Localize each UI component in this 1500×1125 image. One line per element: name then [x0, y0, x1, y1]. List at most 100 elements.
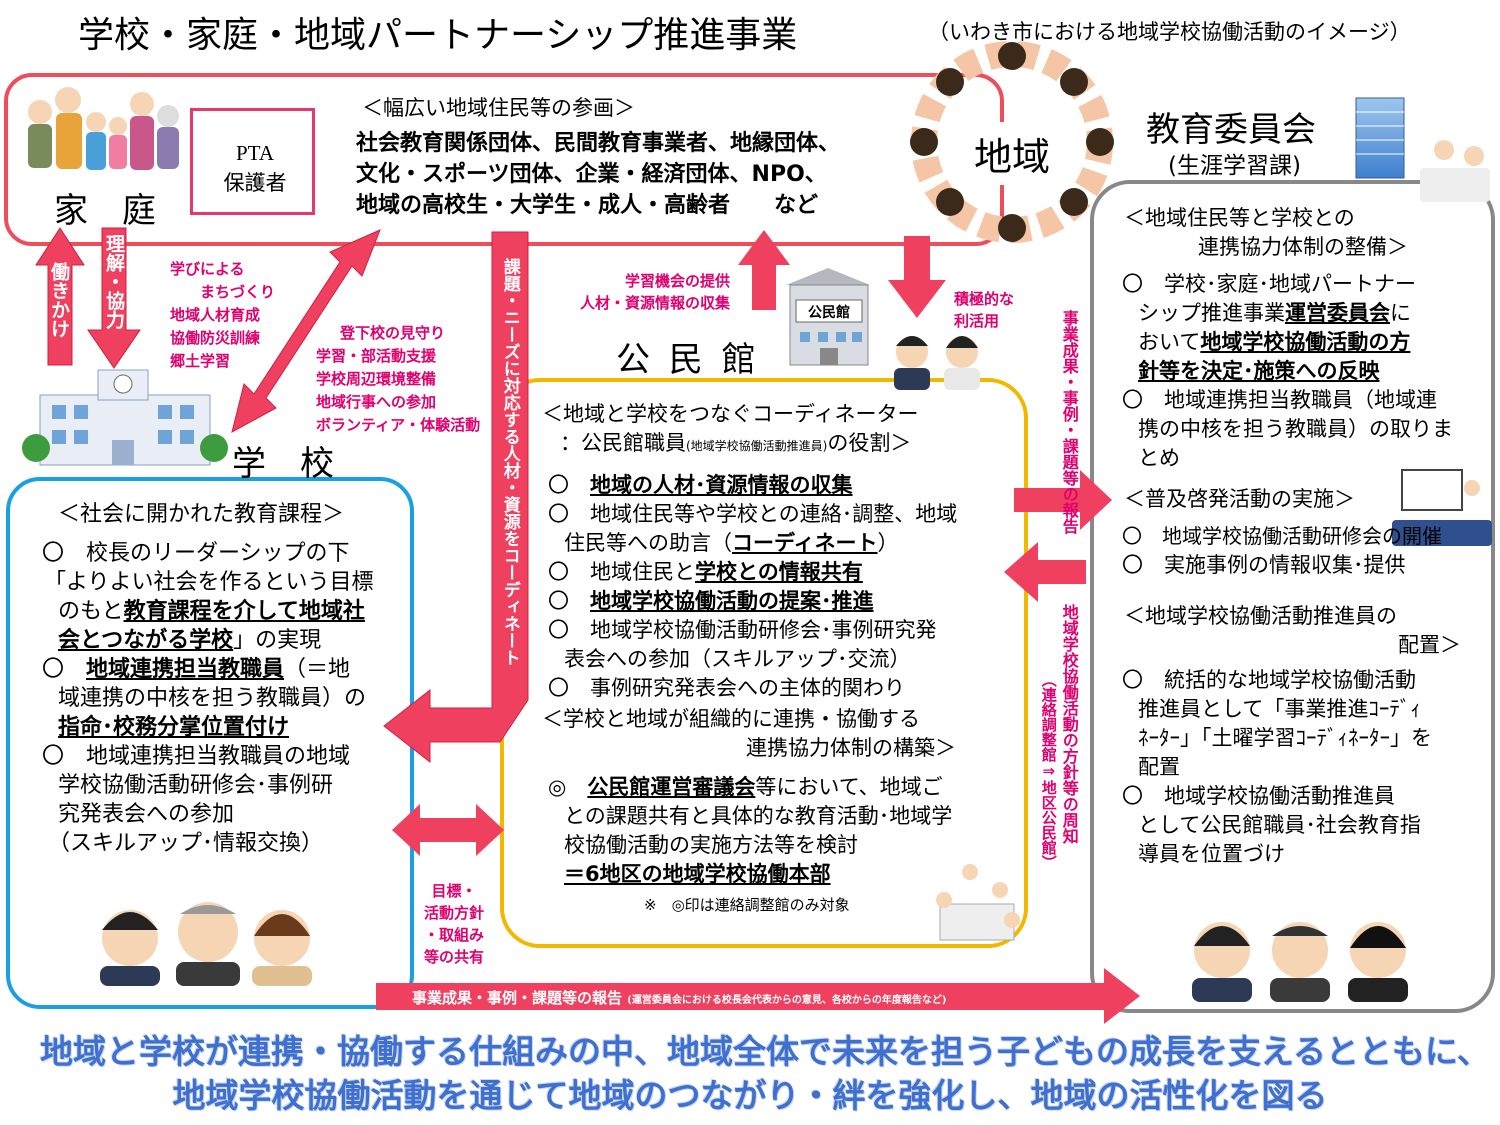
text-line: 究発表会への参加 — [58, 802, 235, 827]
text-line: 」の実現 — [233, 628, 322, 653]
text-line: おいて — [1138, 330, 1201, 354]
text-line: ＝6地区の地域学校協働本部 — [564, 862, 831, 886]
page-subtitle: （いわき市における地域学校協働活動のイメージ） — [928, 20, 1411, 44]
footer-line1: 地域と学校が連携・協働する仕組みの中、地域全体で未来を担う子どもの成長を支えると… — [40, 1032, 1491, 1071]
arrow-mokuhyo — [392, 804, 504, 856]
board-dept: (生涯学習課) — [1168, 153, 1301, 179]
community-ring — [910, 41, 1114, 243]
sekkyoku-label: 積極的な 利活用 — [954, 288, 1014, 332]
text-line: ） — [877, 531, 899, 555]
text-line: 教育課程を介して地域社 — [123, 599, 365, 624]
text-line: とめ — [1138, 446, 1180, 470]
text-line: （スキルアップ･情報交換） — [48, 831, 324, 856]
text-line: 〇 地域住民等や学校との連絡･調整、地域 — [548, 502, 958, 526]
arrow-gakushu — [738, 230, 790, 310]
text-line: ﾈｰﾀｰ」「土曜学習ｺｰﾃﾞｨﾈｰﾀｰ」を — [1138, 726, 1432, 750]
board-heading2: ＜普及啓発活動の実施＞ — [1124, 487, 1355, 511]
text-line: 針等を決定･施策への反映 — [1138, 359, 1380, 383]
rikai-label: 理解・協力 — [102, 234, 125, 329]
kominkan-heading2a: ：公民館職員 — [560, 431, 686, 455]
list-item: 協働防災訓練 — [170, 329, 261, 347]
mokuhyo-line: 目標・ — [431, 882, 477, 900]
kominkan-label: 公 民 館 — [616, 340, 760, 380]
school-building — [22, 369, 228, 466]
board-building — [1355, 97, 1490, 202]
footer-line2: 地域学校協働活動を通じて地域のつながり・絆を強化し、地域の活性化を図る — [172, 1076, 1328, 1115]
mokuhyo-label: 目標・ 活動方針 ・取組み 等の共有 — [414, 880, 494, 968]
arrow-bottom — [376, 968, 1140, 1024]
mokuhyo-line: 活動方針 — [423, 904, 484, 922]
text-line: 〇 地域連携担当教職員（地域連 — [1122, 388, 1437, 412]
list-item: 学校周辺環境整備 — [316, 370, 437, 388]
pta-line2: 保護者 — [223, 171, 287, 195]
text-line: 域連携の中核を担う教職員）の — [58, 686, 367, 711]
text-line: 表会への参加（スキルアップ･交流） — [564, 647, 911, 671]
meeting-illustration — [936, 864, 1020, 941]
text-line: 運営委員会 — [1285, 301, 1390, 325]
text-line: 地域学校協働活動の提案･推進 — [590, 589, 874, 613]
text-line: 校協働活動の実施方法等を検討 — [564, 833, 858, 857]
community-groups: 社会教育関係団体、民間教育事業者、地縁団体、 文化・スポーツ団体、企業・経済団体… — [356, 128, 840, 221]
board-heading3a: ＜地域学校協働活動推進員の — [1124, 604, 1397, 628]
board-heading1b: 連携協力体制の整備＞ — [1198, 235, 1408, 259]
list-item: 郷土学習 — [170, 352, 231, 370]
gakushu-line1: 学習機会の提供 — [624, 272, 730, 290]
sekkyoku-line1: 積極的な — [954, 290, 1015, 308]
mokuhyo-line: 等の共有 — [423, 948, 484, 966]
pta-line1: PTA — [236, 141, 274, 165]
lecture-illustration — [1392, 469, 1492, 546]
kominkan-heading3a: ＜学校と地域が組織的に連携・協働する — [542, 707, 920, 731]
text-line: 学校との情報共有 — [695, 560, 863, 584]
kominkan-heading2b: (地域学校協働活動推進員) — [686, 439, 828, 453]
text-line: 〇 統括的な地域学校協働活動 — [1122, 668, 1416, 692]
family-school-list: 学びによる まちづくり 地域人材育成 協働防災訓練 郷土学習 — [170, 258, 275, 373]
community-line: 地域の高校生・大学生・成人・高齢者 など — [356, 193, 819, 218]
text-line: との課題共有と具体的な教育活動･地域学 — [564, 804, 953, 828]
text-line: シップ推進事業 — [1138, 301, 1285, 325]
text-line: 推進員として「事業推進ｺｰﾃﾞｨ — [1138, 697, 1421, 721]
community-line: 社会教育関係団体、民間教育事業者、地縁団体、 — [356, 131, 841, 156]
text-line: 〇 地域学校協働活動推進員 — [1122, 784, 1395, 808]
board-staff-illustration — [1192, 922, 1408, 1002]
text-line: 学校協働活動研修会･事例研 — [58, 773, 334, 798]
list-item: 登下校の見守り — [340, 324, 446, 342]
kominkan-content: ＜地域と学校をつなぐコーディネーター ：公民館職員(地域学校協働活動推進員)の役… — [520, 400, 1022, 917]
kominkan-staff-illustration — [894, 336, 980, 390]
family-label: 家 庭 — [54, 191, 156, 231]
school-heading: ＜社会に開かれた教育課程＞ — [58, 502, 345, 527]
community-heading: ＜幅広い地域住民等の参画＞ — [362, 96, 635, 120]
arrow-sekkyoku — [888, 236, 946, 318]
text-line: 地域学校協働活動の方 — [1200, 330, 1411, 354]
arrow-jigyo-right — [1014, 470, 1112, 530]
school-p3: 〇 地域連携担当教職員の地域 学校協働活動研修会･事例研 究発表会への参加 （ス… — [30, 742, 410, 858]
shuchi-sub-label: （連絡調整館⇒地区公民館） — [1039, 672, 1058, 870]
mokuhyo-line: ・取組み — [423, 926, 484, 944]
pta-label: PTA 保護者 — [196, 138, 314, 198]
pta-box — [190, 108, 315, 215]
arrow-kadai — [383, 231, 529, 764]
text-line: 〇 — [548, 589, 590, 613]
text-line: のもと — [58, 599, 124, 624]
bottom-arrow-label: 事業成果・事例・課題等の報告 (運営委員会における校長会代表からの意見、各校から… — [412, 987, 946, 1008]
text-line: 指命･校務分掌位置付け — [58, 715, 290, 740]
text-line: 〇 地域連携担当教職員の地域 — [42, 744, 351, 769]
list-item: ボランティア・体験活動 — [316, 416, 481, 434]
gakushu-label: 学習機会の提供 人材・資源情報の収集 — [544, 270, 730, 314]
community-label: 地域 — [968, 122, 1057, 185]
family-illustration — [28, 87, 179, 170]
list-item: 地域人材育成 — [170, 306, 261, 324]
text-line: 〇 事例研究発表会への主体的関わり — [548, 676, 905, 700]
text-line: 〇 学校･家庭･地域パートナー — [1122, 272, 1416, 296]
text-line: 〇 実施事例の情報収集･提供 — [1122, 553, 1406, 577]
arrow-shuchi-left — [1004, 542, 1086, 602]
arrow-renkei — [231, 229, 381, 433]
jigyo-right-label: 事業成果・事例・課題等の報告 — [1059, 310, 1079, 534]
text-line: 住民等への助言（ — [564, 531, 732, 555]
board-content: ＜地域住民等と学校との 連携協力体制の整備＞ 〇 学校･家庭･地域パートナー シ… — [1112, 204, 1497, 869]
shuchi-main-label: 地域学校協働活動の方針等の周知 — [1059, 604, 1079, 844]
text-line: 地域の人材･資源情報の収集 — [590, 473, 853, 497]
bottom-arrow-main: 事業成果・事例・課題等の報告 — [412, 989, 623, 1007]
text-line: 〇 地域住民と — [548, 560, 695, 584]
bottom-arrow-sub: (運営委員会における校長会代表からの意見、各校からの年度報告など) — [627, 995, 947, 1006]
school-p2: 〇 地域連携担当教職員（＝地 域連携の中核を担う教職員）の 指命･校務分掌位置付… — [30, 655, 410, 742]
